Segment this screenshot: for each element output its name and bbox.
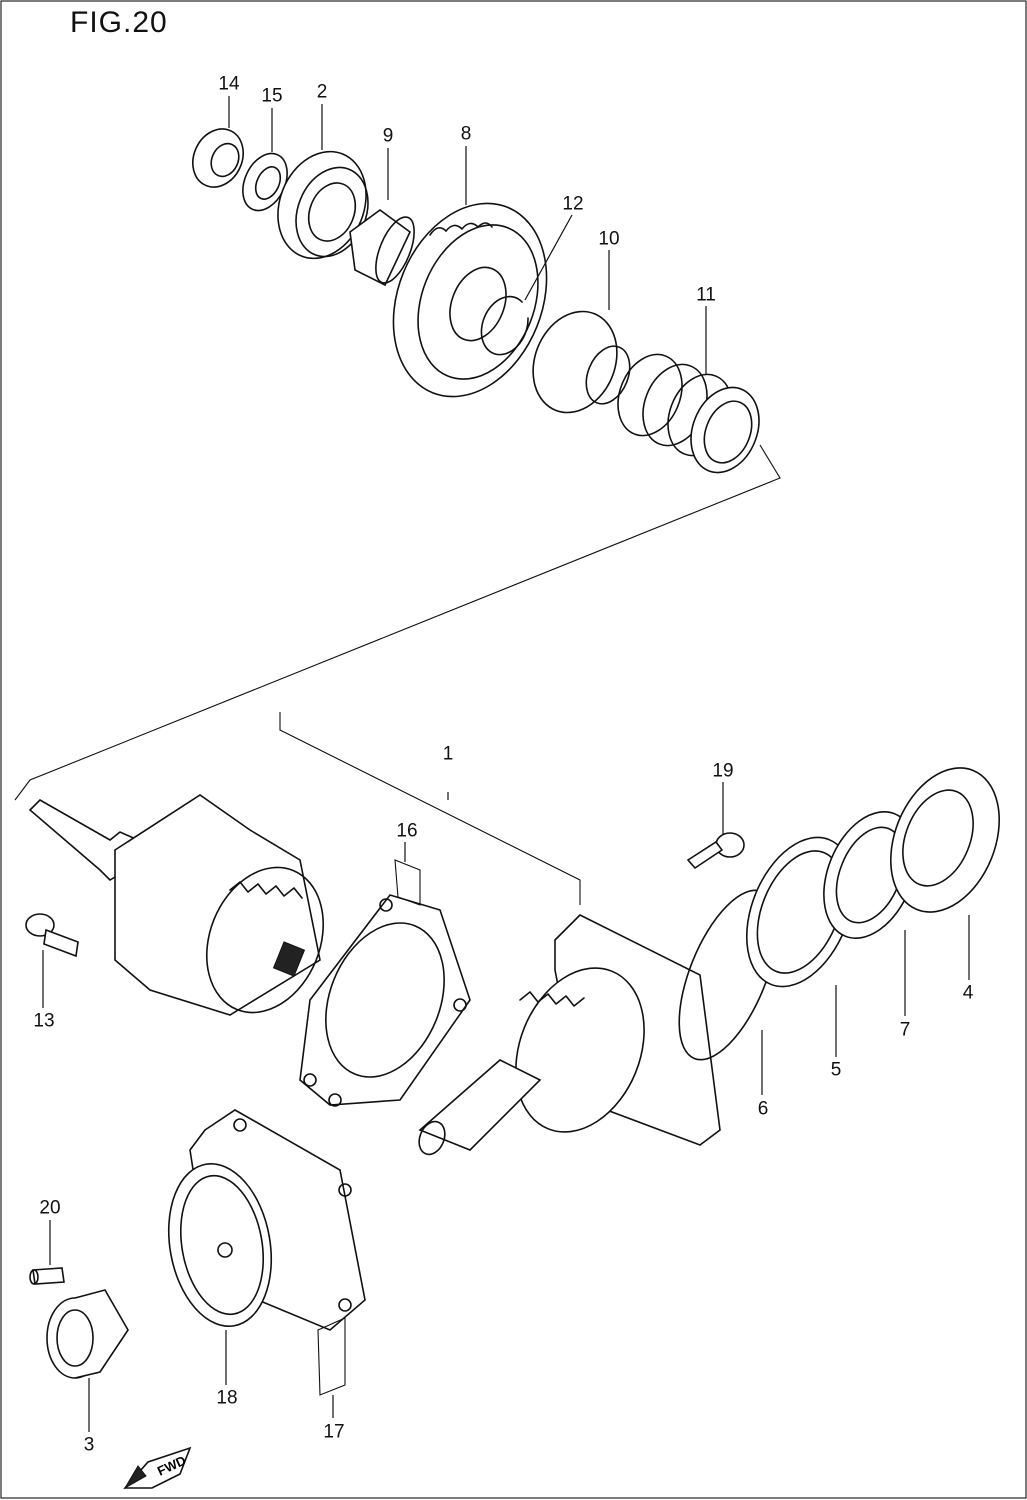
callout-1: 1 bbox=[441, 743, 455, 765]
callout-19: 19 bbox=[711, 760, 735, 782]
part-9-spacer bbox=[349, 209, 415, 287]
part-13-bolt bbox=[25, 913, 79, 958]
callout-5: 5 bbox=[829, 1059, 843, 1081]
callout-17: 17 bbox=[322, 1421, 346, 1443]
callout-11: 11 bbox=[695, 284, 717, 306]
part-8-driven-gear bbox=[392, 202, 548, 398]
callout-3: 3 bbox=[82, 1434, 96, 1456]
callout-6: 6 bbox=[756, 1098, 770, 1120]
callout-9: 9 bbox=[381, 125, 395, 147]
callout-18: 18 bbox=[215, 1387, 239, 1409]
figure-title: FIG.20 bbox=[70, 6, 168, 39]
part-16-gasket bbox=[299, 859, 471, 1107]
forward-arrow-icon: FWD bbox=[123, 1446, 192, 1490]
part-19-bolt bbox=[686, 832, 745, 870]
part-4-ring-nut bbox=[889, 767, 1001, 913]
part-20-pin bbox=[29, 1267, 65, 1285]
callout-20: 20 bbox=[38, 1197, 62, 1219]
callout-8: 8 bbox=[459, 123, 473, 145]
part-11-spring bbox=[617, 353, 760, 474]
callout-10: 10 bbox=[597, 228, 621, 250]
callout-4: 4 bbox=[961, 982, 975, 1004]
part-18-seal-ring bbox=[167, 1162, 273, 1328]
callout-16: 16 bbox=[395, 820, 419, 842]
part-10-cam bbox=[532, 310, 631, 414]
callout-15: 15 bbox=[260, 85, 284, 107]
part-3-needle-bearing bbox=[46, 1289, 129, 1379]
leader-lines bbox=[42, 96, 970, 1432]
callout-14: 14 bbox=[217, 73, 241, 95]
callout-12: 12 bbox=[561, 193, 585, 215]
part-1-housing-right bbox=[418, 914, 721, 1156]
part-1-housing-left bbox=[28, 794, 325, 1016]
part-12-circlip bbox=[480, 295, 529, 356]
callout-13: 13 bbox=[32, 1010, 56, 1032]
assembly-bracket-line bbox=[14, 444, 781, 801]
part-14-nut bbox=[192, 128, 244, 188]
callout-2: 2 bbox=[315, 81, 329, 103]
callout-7: 7 bbox=[898, 1019, 912, 1041]
part-1-bracket bbox=[279, 712, 581, 905]
